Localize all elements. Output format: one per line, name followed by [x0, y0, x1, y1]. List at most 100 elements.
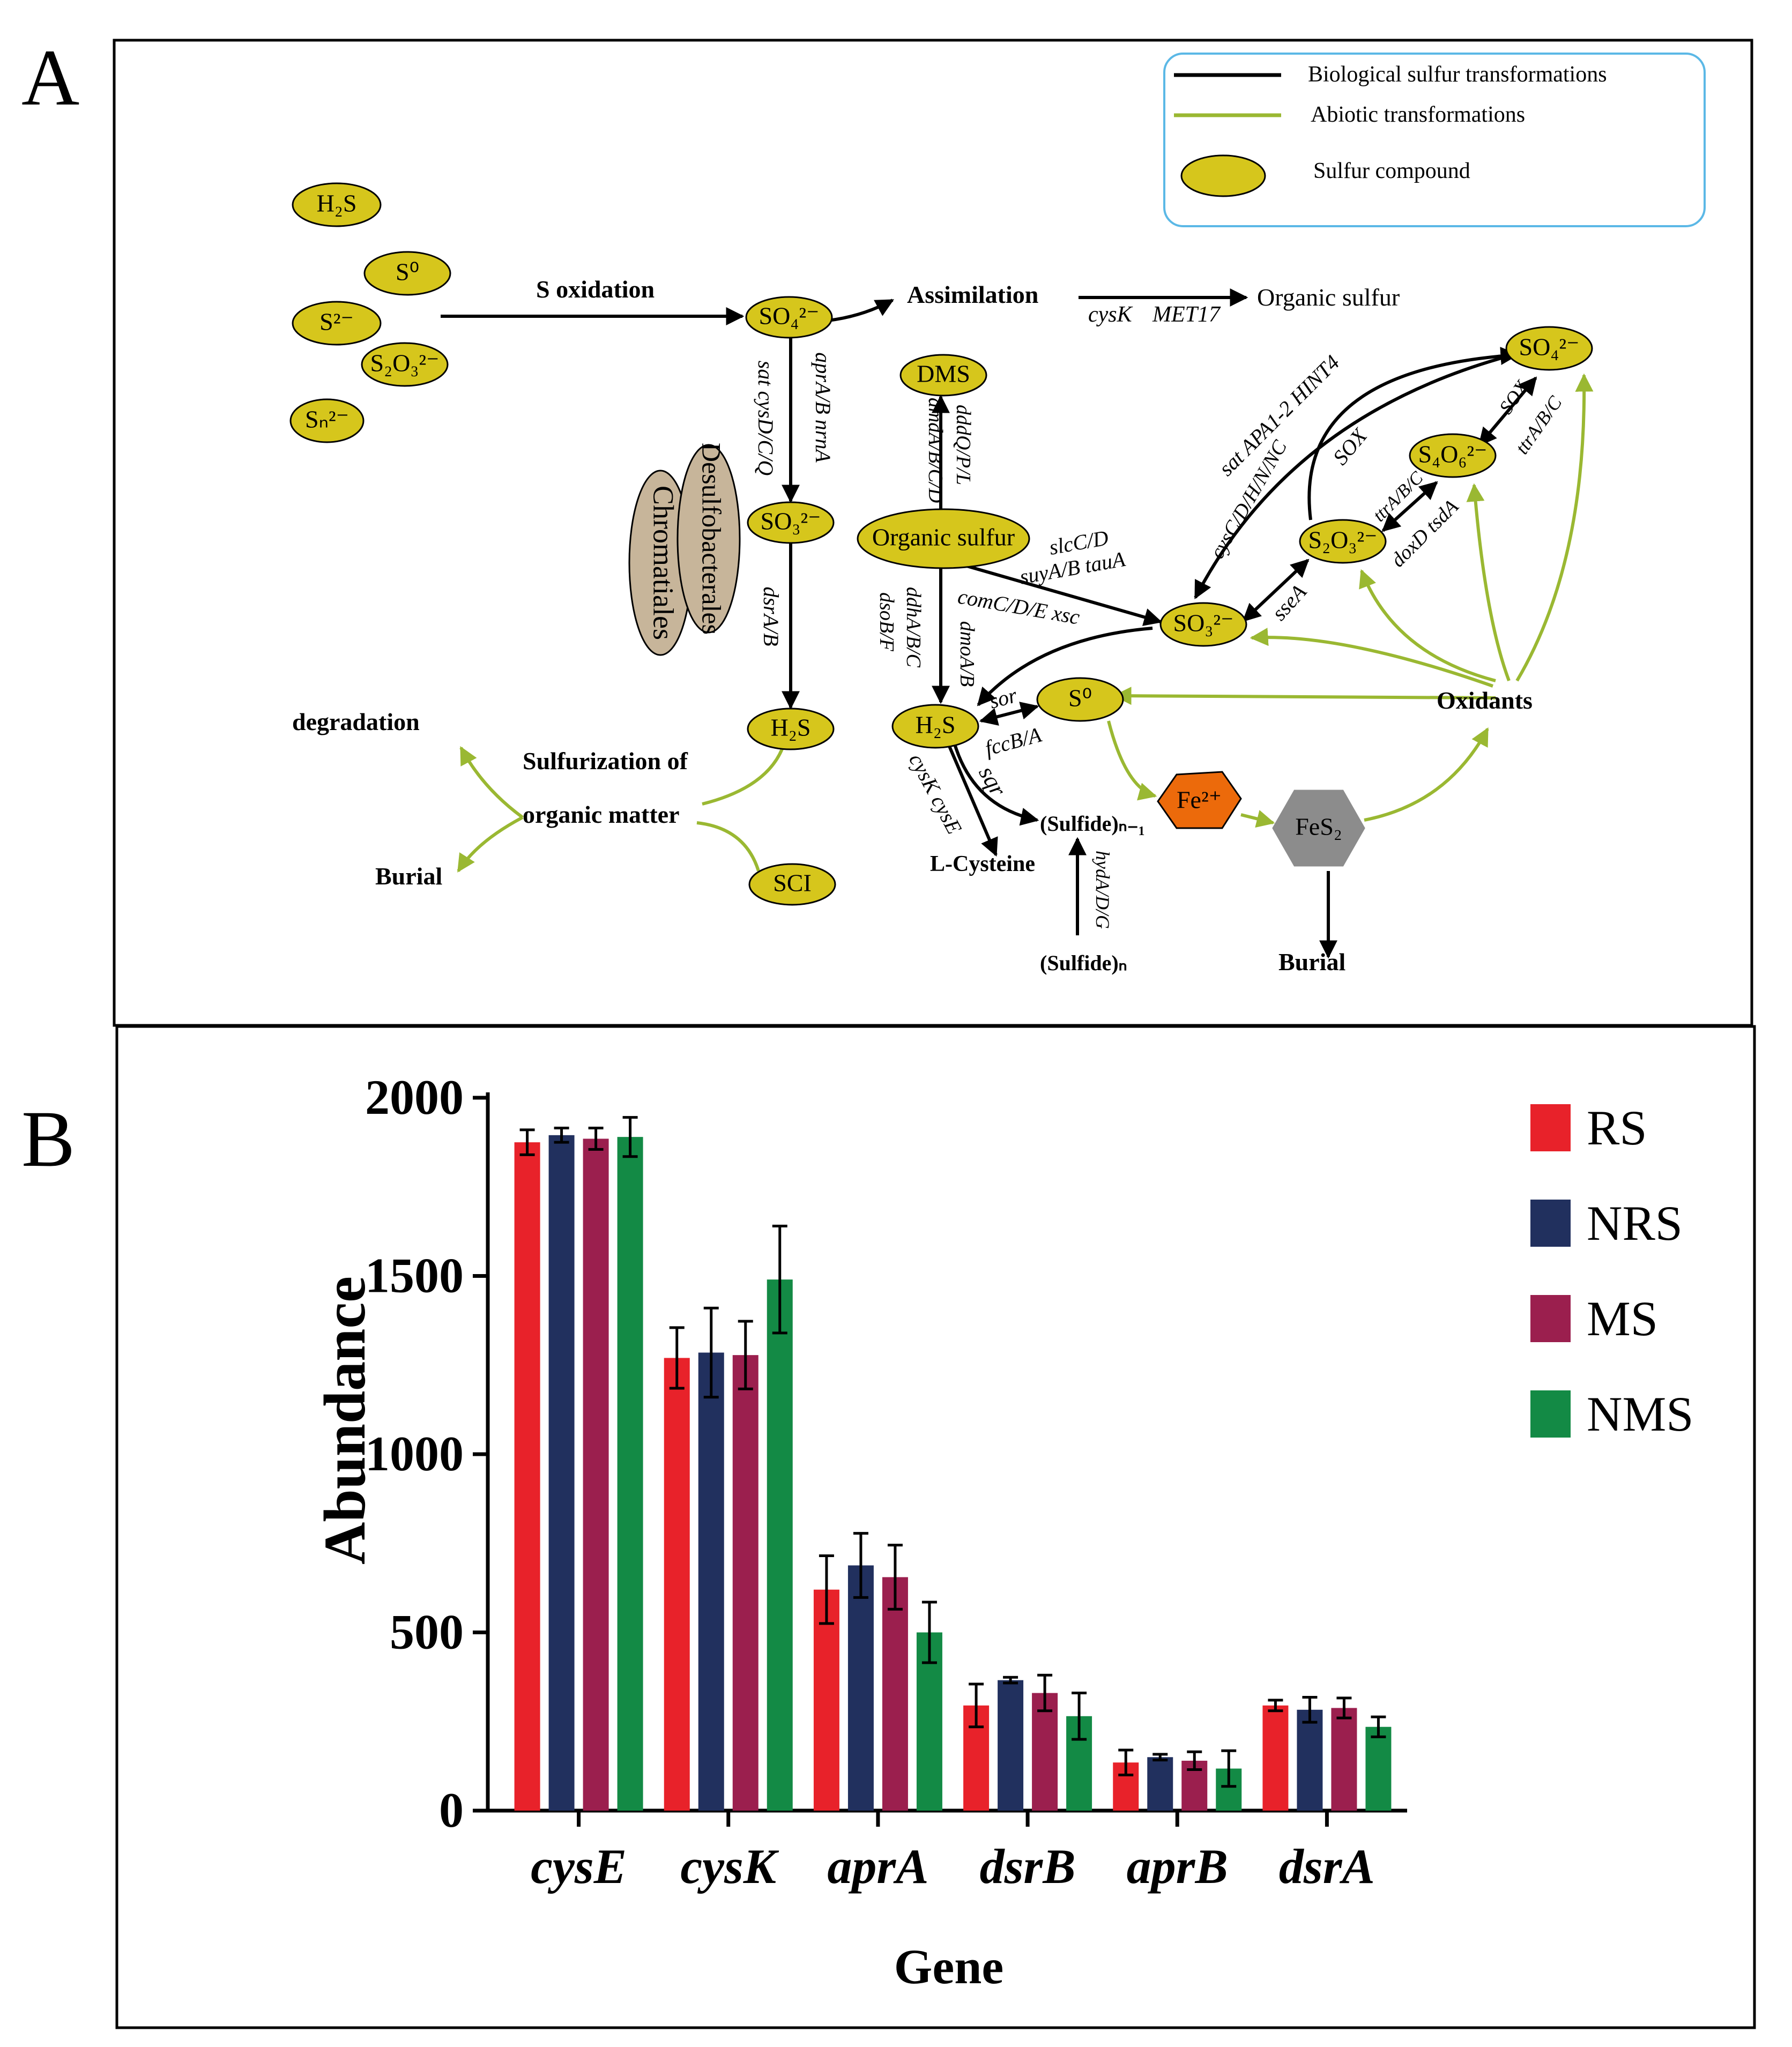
node-s4o6-right-shape — [1409, 433, 1497, 478]
node-so3-right-shape — [1159, 602, 1247, 647]
bar-NRS-cysE — [548, 1135, 575, 1811]
edge-fe-fes2 — [1240, 810, 1275, 828]
legend-a: Biological sulfur transformations Abioti… — [1163, 53, 1706, 227]
node-s0-right-shape — [1036, 677, 1124, 722]
edge-oxidants-s0 — [1113, 687, 1496, 705]
legend-label-NRS: NRS — [1587, 1196, 1683, 1250]
bar-MS-cysK — [732, 1355, 759, 1811]
label-oxidants: Oxidants — [1437, 687, 1533, 714]
node-fe: Fe²⁺ — [1177, 786, 1222, 814]
legend-swatch-NRS — [1530, 1200, 1571, 1247]
bar-NRS-dsrA — [1297, 1709, 1323, 1811]
node-h2s-a-shape — [292, 182, 382, 227]
abiotic-edges — [457, 373, 1594, 873]
label-sat-cys: sat cysD/C/Q — [754, 361, 778, 476]
label-sqr: sqr — [973, 762, 1012, 801]
edge-degradation — [459, 746, 524, 819]
label-sor: sor — [987, 683, 1020, 713]
legend-label-MS: MS — [1587, 1291, 1658, 1346]
node-sn-a: Sₙ²⁻ — [305, 406, 349, 433]
label-sulfurization-1: Sulfurization of — [523, 747, 688, 775]
legend-abiotic-label: Abiotic transformations — [1311, 102, 1525, 127]
node-s2-a-shape — [292, 301, 382, 346]
node-s2o3-right: S₂O₃²⁻ — [1308, 526, 1378, 554]
node-so4-main-shape — [745, 296, 833, 339]
label-ssea: sseA — [1267, 579, 1311, 625]
x-tick-label: aprB — [1127, 1839, 1228, 1894]
bar-NRS-dsrB — [998, 1680, 1024, 1811]
node-so3-main: SO₃²⁻ — [761, 508, 821, 535]
node-so3-right: SO₃²⁻ — [1173, 609, 1234, 637]
x-tick-label: cysK — [680, 1839, 779, 1894]
x-tick-label: dsrB — [980, 1839, 1076, 1894]
label-s-oxidation: S oxidation — [536, 276, 655, 303]
x-tick-label: dsrA — [1279, 1839, 1375, 1894]
legend-label-RS: RS — [1587, 1100, 1647, 1155]
taxon-chromatiales: Chromatiales — [648, 486, 680, 640]
bar-MS-dsrB — [1032, 1693, 1058, 1811]
edge-burial-left — [457, 816, 524, 873]
bar-NMS-dsrA — [1365, 1726, 1392, 1811]
edge-s2o3-so4 — [1307, 347, 1519, 520]
node-s0-a: S⁰ — [396, 258, 419, 286]
bar-RS-cysE — [514, 1142, 540, 1811]
legend-swatch-NMS — [1530, 1390, 1571, 1438]
taxon-desulfobacterales-shape — [676, 444, 741, 634]
label-dddq: dddQ/P/L — [952, 405, 975, 485]
label-hyda: hydA/D/G — [1092, 851, 1113, 929]
x-axis-label: Gene — [894, 1939, 1003, 1994]
y-tick-label: 1500 — [365, 1248, 464, 1303]
legend-bio-label: Biological sulfur transformations — [1308, 62, 1607, 87]
edge-fes2-oxidants — [1364, 727, 1489, 822]
edge-so3-h2s-right — [977, 627, 1153, 706]
bar-NMS-cysE — [617, 1137, 643, 1811]
label-degradation: degradation — [292, 708, 420, 735]
label-burial-right: Burial — [1278, 948, 1345, 976]
y-tick-label: 0 — [439, 1783, 464, 1837]
node-s2o3-right-shape — [1299, 519, 1387, 564]
edge-h2s-s0 — [979, 702, 1039, 726]
node-h2s-right: H₂S — [916, 711, 956, 739]
bar-MS-cysE — [583, 1138, 609, 1811]
node-s2o3-a-shape — [361, 342, 449, 387]
legend-a-box — [1163, 53, 1706, 227]
node-fes2: FeS₂ — [1295, 813, 1342, 840]
label-l-cysteine: L-Cysteine — [930, 852, 1035, 876]
node-s2o3-a: S₂O₃²⁻ — [370, 349, 440, 377]
bar-RS-cysK — [664, 1358, 690, 1811]
node-h2s-a: H₂S — [317, 190, 357, 217]
label-ddha: ddhA/B/C — [902, 587, 925, 668]
node-fes2-shape — [1272, 790, 1365, 867]
edge-oxidants-so4 — [1515, 373, 1594, 682]
edge-assimilation — [828, 299, 894, 322]
edge-so3-so4-right — [1194, 342, 1546, 600]
edge-oxidants-s2o3 — [1359, 569, 1496, 682]
node-sci: SCI — [773, 869, 812, 897]
x-tick-label: aprA — [827, 1839, 928, 1894]
edge-oxidants-s4o6 — [1466, 483, 1511, 682]
node-so4-right: SO₄²⁻ — [1519, 333, 1580, 361]
biological-edges — [441, 288, 1546, 959]
edge-h2s-cysteine — [947, 744, 998, 857]
edge-h2s-sulfide — [953, 742, 1039, 826]
y-axis-label: Abundance — [312, 1276, 377, 1565]
edge-oxidants-so3 — [1250, 628, 1493, 688]
label-sox-mid: SOX — [1328, 423, 1372, 469]
label-apr-nrn: aprA/B nrnA — [811, 352, 835, 463]
node-so4-main: SO₄²⁻ — [759, 302, 820, 330]
bar-MS-aprA — [882, 1577, 908, 1811]
legend-label-NMS: NMS — [1587, 1387, 1693, 1441]
edge-s2o3-s4o6 — [1381, 481, 1438, 532]
label-sox-right: SOX — [1495, 376, 1534, 418]
node-s2-a: S²⁻ — [319, 308, 354, 336]
node-so4-right-shape — [1505, 326, 1593, 371]
label-sulfide-n: (Sulfide)ₙ — [1040, 951, 1127, 975]
legend-swatch-MS — [1530, 1295, 1571, 1342]
legend-compound-ellipse — [1180, 154, 1266, 197]
label-dsob: dsoB/F — [875, 592, 898, 652]
edge-s4o6-so4 — [1478, 376, 1537, 446]
bar-NMS-cysK — [767, 1279, 793, 1811]
node-h2s-right-shape — [891, 704, 979, 749]
